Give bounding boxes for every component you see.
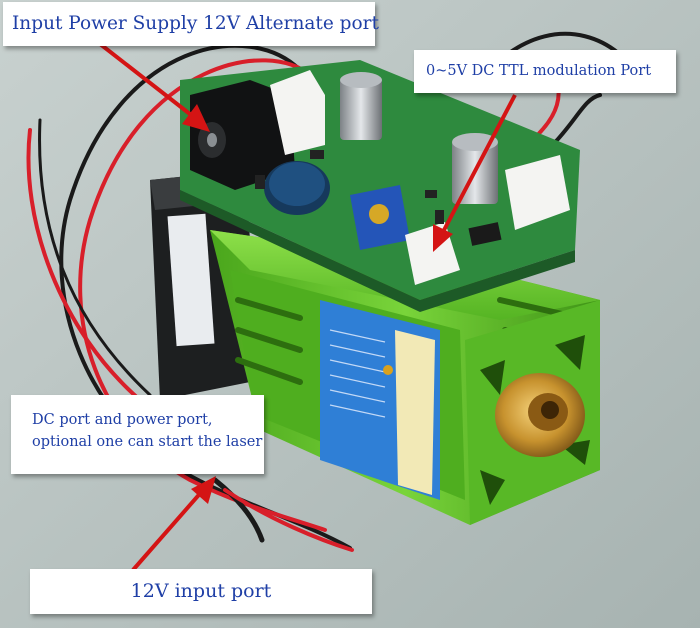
driver-pcb bbox=[180, 60, 580, 312]
callout-dc-power-port: DC port and power port, optional one can… bbox=[11, 395, 264, 474]
callout-dc-power-port-line1: DC port and power port, bbox=[32, 412, 213, 428]
callout-12v-input-port: 12V input port bbox=[30, 569, 372, 614]
laser-lens bbox=[495, 373, 585, 457]
annotation-arrows bbox=[93, 38, 517, 572]
callout-dc-power-port-line2: optional one can start the laser bbox=[32, 434, 263, 450]
callout-ttl-modulation-port: 0~5V DC TTL modulation Port bbox=[414, 50, 676, 93]
callout-input-power-supply: Input Power Supply 12V Alternate port bbox=[3, 2, 379, 46]
product-label bbox=[320, 300, 440, 500]
wires bbox=[26, 31, 642, 552]
